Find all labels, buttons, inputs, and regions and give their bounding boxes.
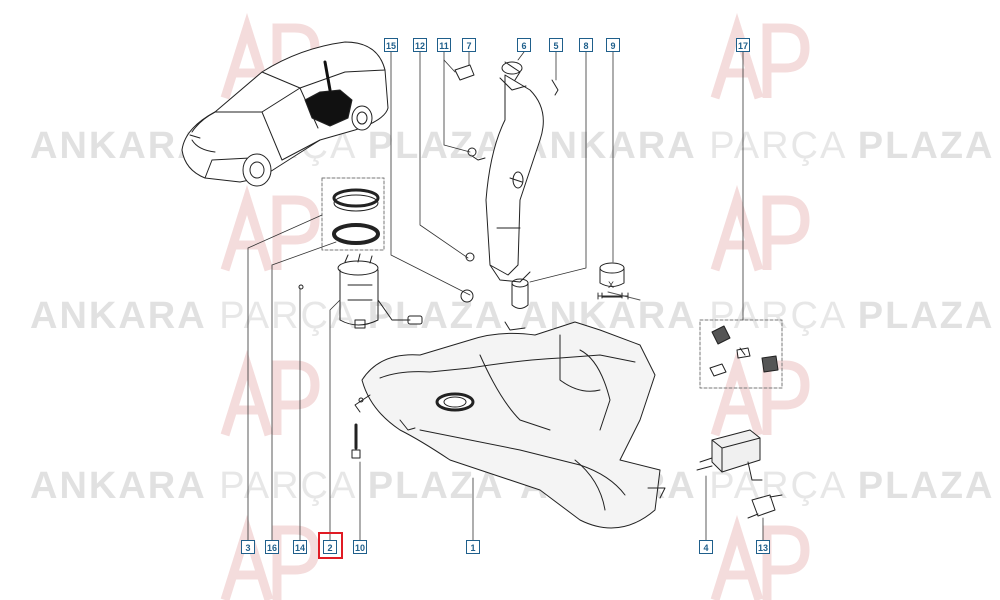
callout-9[interactable]: 9	[606, 38, 620, 52]
callout-4[interactable]: 4	[699, 540, 713, 554]
callout-17[interactable]: 17	[736, 38, 750, 52]
watermark-logo	[710, 514, 810, 600]
fuel-filter	[747, 494, 783, 519]
callout-1[interactable]: 1	[466, 540, 480, 554]
callout-15[interactable]: 15	[384, 38, 398, 52]
watermark-logo	[220, 349, 320, 437]
watermark-logo	[710, 184, 810, 272]
charcoal-canister	[696, 429, 763, 481]
callout-12[interactable]: 12	[413, 38, 427, 52]
watermark-logo	[710, 12, 810, 100]
fuel-pump-module	[298, 253, 423, 329]
car-illustration	[181, 41, 389, 187]
callout-14[interactable]: 14	[293, 540, 307, 554]
watermark-logo	[220, 514, 320, 600]
callout-16[interactable]: 16	[265, 540, 279, 554]
callout-13[interactable]: 13	[756, 540, 770, 554]
callout-3[interactable]: 3	[241, 540, 255, 554]
callout-2[interactable]: 2	[323, 540, 337, 554]
selected-callout-highlight	[318, 532, 343, 559]
dimension-marker	[597, 292, 629, 300]
dimension-label: X	[608, 280, 615, 290]
callout-8[interactable]: 8	[579, 38, 593, 52]
watermark-logo	[710, 349, 810, 437]
fuel-tank	[354, 321, 666, 529]
callout-10[interactable]: 10	[353, 540, 367, 554]
callout-6[interactable]: 6	[517, 38, 531, 52]
tank-bolt	[351, 423, 361, 459]
leader-lines	[247, 51, 764, 541]
callout-7[interactable]: 7	[462, 38, 476, 52]
callout-5[interactable]: 5	[549, 38, 563, 52]
callout-11[interactable]: 11	[437, 38, 451, 52]
hose-connector	[504, 278, 529, 331]
hose-clamp	[599, 262, 641, 301]
seal-kit	[699, 319, 783, 389]
lock-ring-part	[321, 177, 385, 251]
filler-neck-pipe	[485, 61, 544, 283]
